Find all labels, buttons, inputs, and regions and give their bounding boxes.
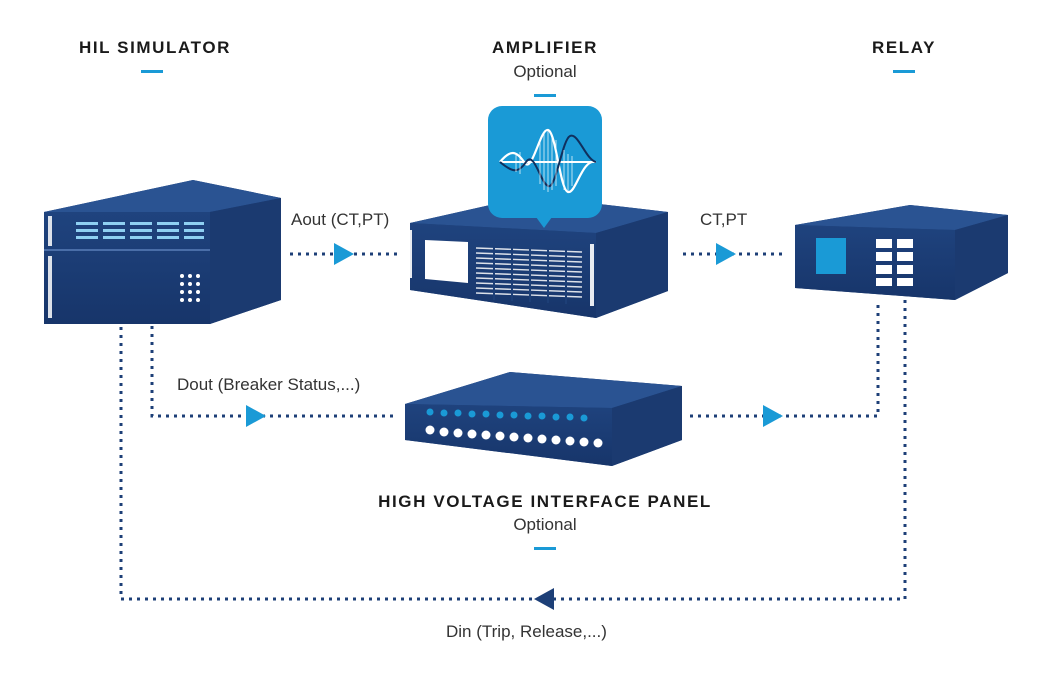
hil-simulator-device [44,180,281,324]
din-line [119,300,907,601]
hil-button-grid [180,274,200,302]
hil-port-grid [76,222,204,239]
hil-simulator-title: HIL SIMULATOR [78,38,232,57]
waveform-badge [488,106,602,228]
relay-device [795,205,1008,300]
aout-arrow-icon [334,243,354,265]
hv-panel-title-underline [534,547,556,550]
amplifier-vent-dividers [493,246,567,304]
hv-panel-title: HIGH VOLTAGE INTERFACE PANEL [378,492,712,511]
din-arrow-icon [534,588,554,610]
dout-label: Dout (Breaker Status,...) [177,375,361,394]
ctpt-arrow-icon [716,243,736,265]
hv-terminal-row [425,425,603,448]
dout-relay-arrow-icon [763,405,783,427]
amplifier-title-underline [534,94,556,97]
hil-title-underline [141,70,163,73]
dout-line [150,326,397,418]
relay-button-grid [876,239,913,286]
hv-led-row [426,408,588,422]
hv-panel-device [405,372,682,466]
dout-relay-line [690,300,880,418]
hv-panel-subtitle: Optional [513,515,577,534]
waveform-hatch [515,130,573,192]
connector-lines [119,252,907,601]
aout-label: Aout (CT,PT) [291,210,390,229]
amplifier-subtitle: Optional [513,62,577,81]
amplifier-title: AMPLIFIER [491,38,598,57]
dout-arrow-icon [246,405,266,427]
ctpt-label: CT,PT [700,210,748,229]
relay-title: RELAY [871,38,937,57]
din-label: Din (Trip, Release,...) [446,622,607,641]
relay-title-underline [893,70,915,73]
